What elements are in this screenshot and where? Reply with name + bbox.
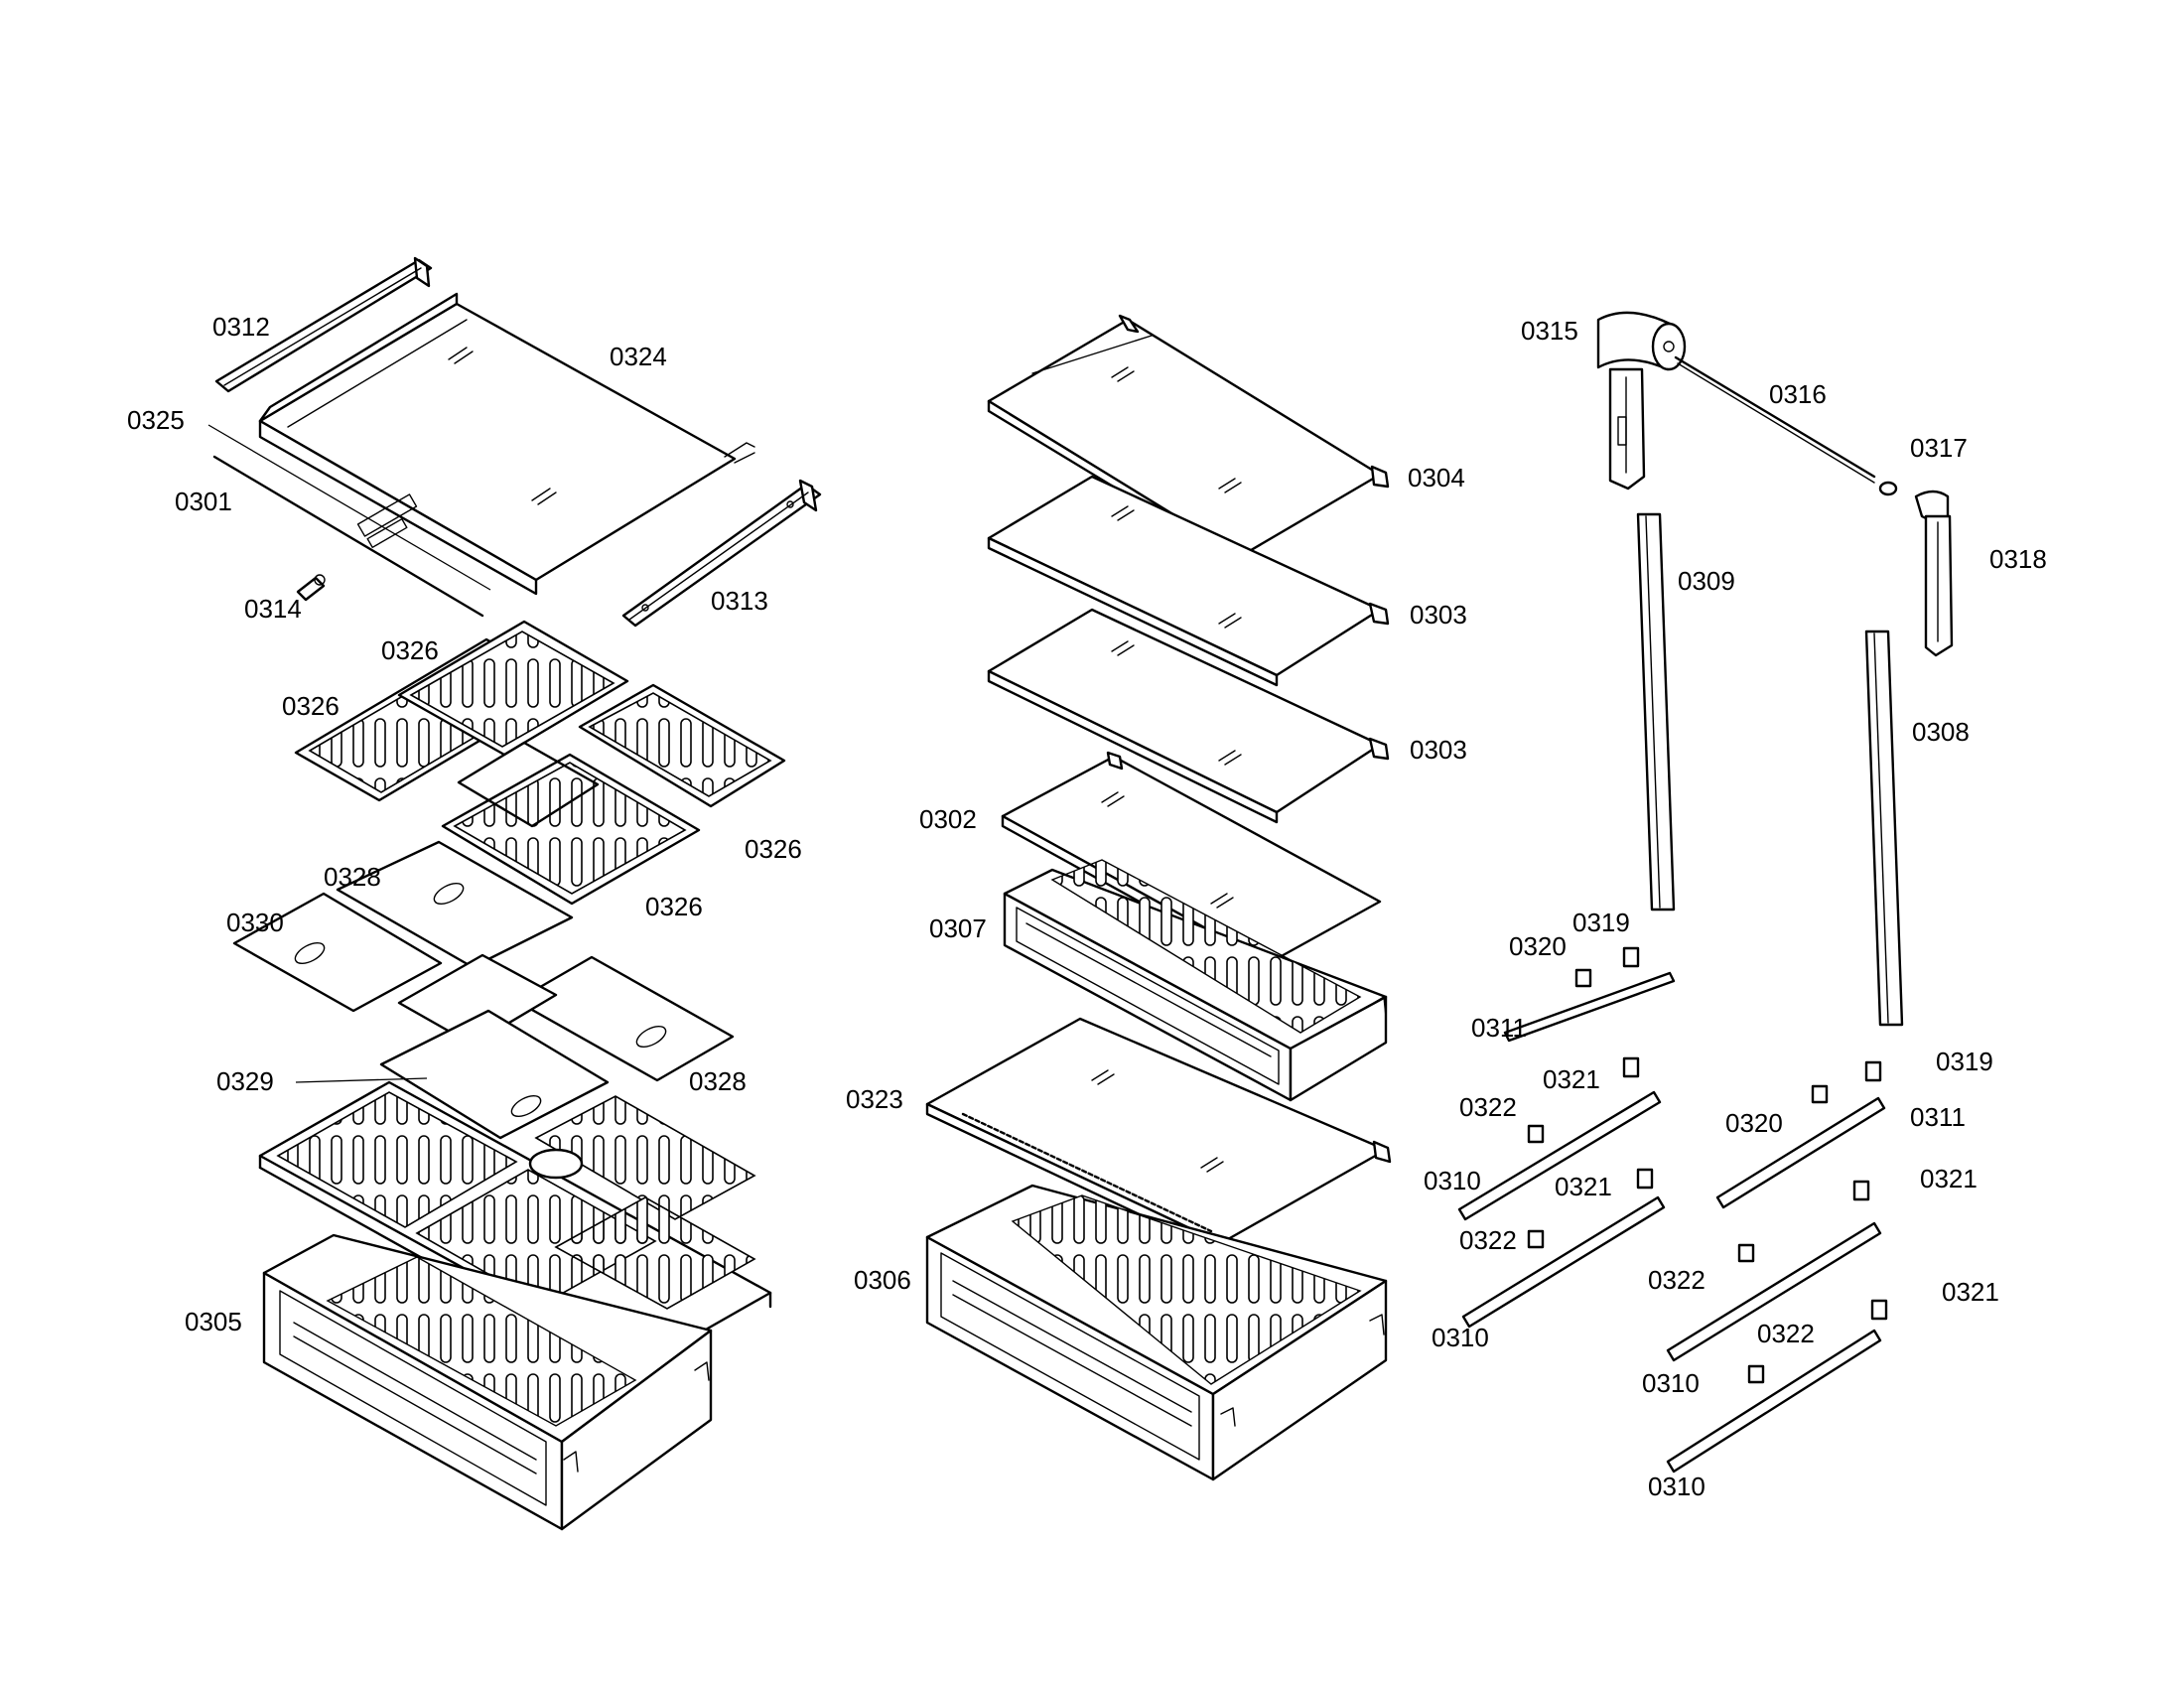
label-0306: 0306 <box>854 1265 911 1295</box>
label-0317: 0317 <box>1910 433 1968 463</box>
label-0325: 0325 <box>127 405 185 435</box>
part-0303-glass-shelf-lower <box>987 608 1390 824</box>
label-0321-a: 0321 <box>1543 1064 1600 1094</box>
label-0315: 0315 <box>1521 316 1578 346</box>
part-0303-glass-shelf-upper <box>987 475 1390 687</box>
label-0311-b: 0311 <box>1910 1102 1966 1132</box>
part-0308-rail <box>1864 630 1904 1027</box>
part-0309-rail <box>1636 512 1676 912</box>
label-0309: 0309 <box>1678 566 1735 596</box>
label-0316: 0316 <box>1769 379 1827 409</box>
label-0304: 0304 <box>1408 463 1465 492</box>
part-0301-rod <box>212 455 484 618</box>
part-0313-trim-rail <box>621 479 822 628</box>
part-0316-shaft <box>1674 355 1876 484</box>
label-0326-a: 0326 <box>381 635 439 665</box>
part-0326-lower-vent-tray <box>258 1080 772 1382</box>
label-0314: 0314 <box>244 594 302 624</box>
label-0302: 0302 <box>919 804 977 834</box>
label-0322-a: 0322 <box>1459 1092 1517 1122</box>
part-0315-fan-motor <box>1596 311 1687 491</box>
label-0313: 0313 <box>711 586 768 616</box>
label-0307: 0307 <box>929 913 987 943</box>
label-0319-b: 0319 <box>1936 1047 1993 1076</box>
label-0322-d: 0322 <box>1757 1319 1815 1348</box>
label-0311-a: 0311 <box>1471 1013 1527 1043</box>
label-0321-c: 0321 <box>1920 1164 1978 1193</box>
label-0310-d: 0310 <box>1648 1472 1706 1501</box>
label-0321-d: 0321 <box>1942 1277 1999 1307</box>
label-0329: 0329 <box>216 1066 274 1096</box>
label-0324: 0324 <box>610 342 667 371</box>
label-0303-b: 0303 <box>1410 735 1467 765</box>
part-0314-clip <box>296 574 326 602</box>
callout-labels: 0312 0324 0325 0301 0314 0313 0326 0326 … <box>127 312 2047 1501</box>
label-0320-b: 0320 <box>1725 1108 1783 1138</box>
label-0305: 0305 <box>185 1307 242 1336</box>
part-0318-bracket <box>1914 490 1954 657</box>
label-0322-b: 0322 <box>1459 1225 1517 1255</box>
label-0326-d: 0326 <box>645 892 703 921</box>
part-slide-rails <box>1457 971 1886 1474</box>
label-0318: 0318 <box>1989 544 2047 574</box>
part-0329-cover <box>379 1009 610 1140</box>
label-0330: 0330 <box>226 908 284 937</box>
label-0310-b: 0310 <box>1432 1323 1489 1352</box>
part-0328-0330-insulation-pads <box>232 840 735 1082</box>
label-0303-a: 0303 <box>1410 600 1467 630</box>
label-0312: 0312 <box>212 312 270 342</box>
label-0328-a: 0328 <box>324 862 381 892</box>
leader-lines <box>207 424 491 1083</box>
part-0312-trim-rail <box>214 256 433 393</box>
label-0321-b: 0321 <box>1555 1172 1612 1201</box>
label-0301: 0301 <box>175 487 232 516</box>
label-0328-b: 0328 <box>689 1066 747 1096</box>
label-0310-c: 0310 <box>1642 1368 1700 1398</box>
part-0326-vent-panels <box>294 620 786 906</box>
label-0326-c: 0326 <box>745 834 802 864</box>
part-0307-drawer <box>1003 859 1388 1102</box>
label-0323: 0323 <box>846 1084 903 1114</box>
label-0326-b: 0326 <box>282 691 340 721</box>
label-0310-a: 0310 <box>1424 1166 1481 1195</box>
part-clips <box>1527 946 1888 1384</box>
label-0308: 0308 <box>1912 717 1970 747</box>
part-0305-drawer <box>262 1233 713 1531</box>
label-0322-c: 0322 <box>1648 1265 1706 1295</box>
label-0320-a: 0320 <box>1509 931 1567 961</box>
part-0306-drawer <box>925 1184 1388 1481</box>
label-0319-a: 0319 <box>1572 908 1630 937</box>
part-0324-glass-shelf <box>258 292 755 596</box>
part-0317-bushing <box>1878 481 1898 496</box>
